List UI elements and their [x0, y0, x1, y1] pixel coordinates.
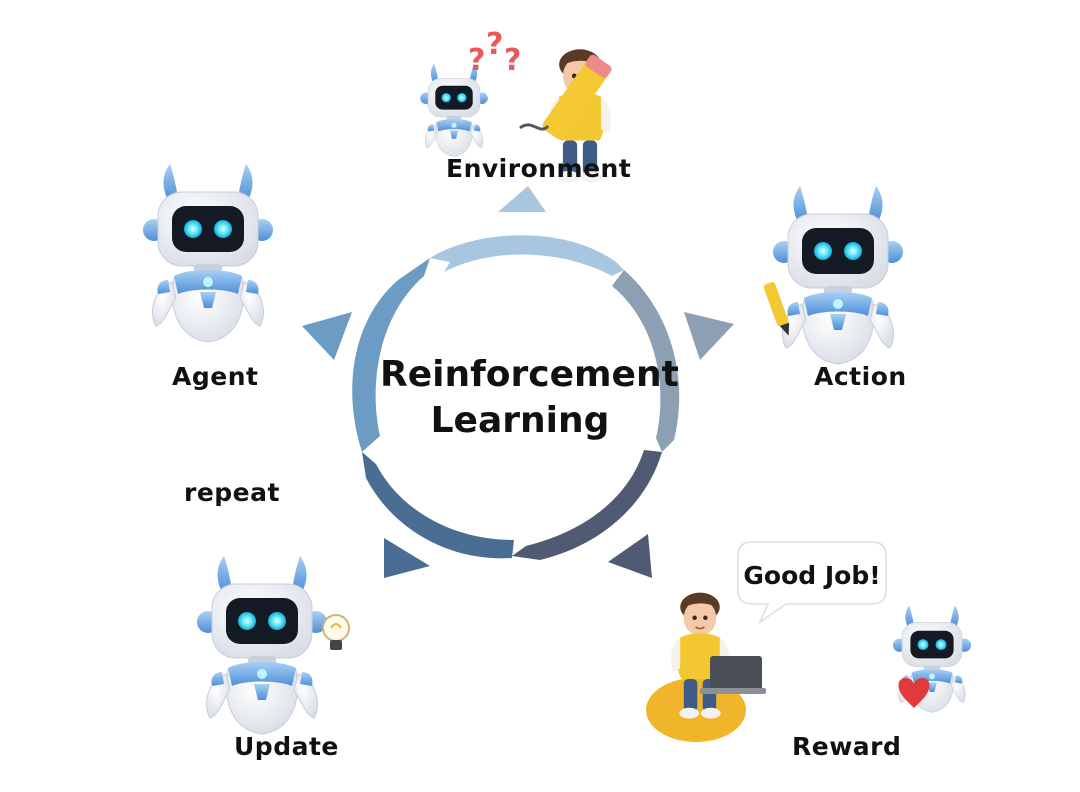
lightbulb-icon: [322, 614, 350, 650]
agent-robot-icon: [142, 163, 274, 343]
ring-segment-environment-action: [430, 235, 624, 276]
arrowhead-reward: [608, 534, 652, 578]
stage-label-action: Action: [814, 362, 907, 391]
arrowhead-action: [684, 312, 734, 360]
title-line-2: Learning: [430, 400, 610, 441]
laptop-icon: [700, 656, 766, 694]
svg-text:?: ?: [486, 27, 503, 62]
arrowhead-agent: [302, 312, 352, 360]
robot-icon: [196, 555, 328, 735]
stage-label-update: Update: [234, 732, 339, 761]
question-marks-icon: ? ? ?: [468, 27, 521, 78]
stage-label-reward: Reward: [792, 732, 902, 761]
action-illustration: [763, 185, 904, 365]
stage-label-environment: Environment: [446, 154, 632, 183]
update-illustration: [196, 555, 350, 735]
pencil-icon: [519, 54, 612, 140]
loop-note: repeat: [184, 478, 280, 507]
heart-icon: [898, 678, 930, 708]
svg-text:?: ?: [468, 43, 485, 78]
reward-illustration: Good Job!: [646, 541, 972, 742]
ring-segment-update-agent: [362, 452, 514, 559]
title-line-1: Reinforcement: [380, 354, 679, 395]
ring-segment-agent-environment: [352, 258, 430, 452]
ring-segment-reward-update: [512, 450, 662, 560]
svg-text:?: ?: [504, 43, 521, 78]
pencil-icon: [763, 282, 790, 336]
cycle-ring: [352, 235, 680, 560]
environment-illustration: ? ? ?: [419, 27, 612, 184]
speech-bubble-text: Good Job!: [743, 561, 880, 590]
ring-segment-action-reward: [612, 270, 680, 452]
arrowhead-environment: [498, 186, 546, 212]
robot-icon: [772, 185, 904, 365]
arrowhead-update: [384, 538, 430, 578]
speech-bubble: Good Job!: [737, 541, 887, 625]
cycle-arrowheads: [302, 186, 734, 578]
diagram-title: Reinforcement Learning: [380, 352, 679, 444]
stage-label-agent: Agent: [172, 362, 259, 391]
